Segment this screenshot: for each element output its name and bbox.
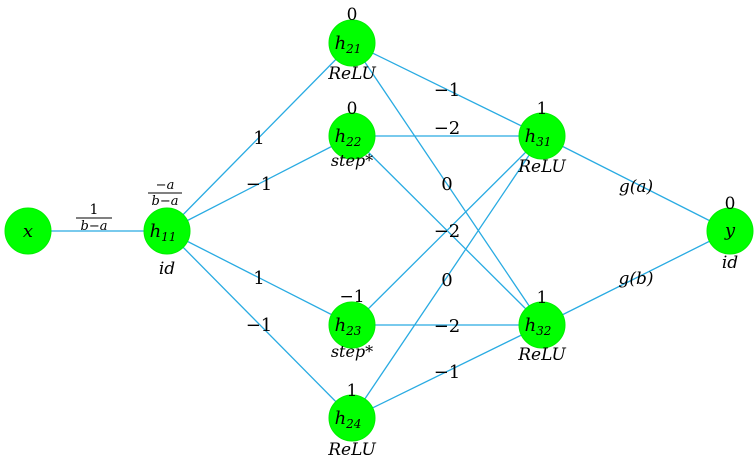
edge-h21-h31 xyxy=(351,42,543,137)
weight-h32-y: g(b) xyxy=(618,269,653,289)
node-h23-bias: −1 xyxy=(339,287,364,307)
node-h32-bias: 1 xyxy=(537,288,548,308)
node-h11-label: h11 xyxy=(150,221,177,244)
weight-h11-h22: −1 xyxy=(246,174,273,195)
node-h22-activation: step* xyxy=(331,151,373,170)
node-x xyxy=(4,207,52,255)
node-h32-activation: ReLU xyxy=(517,345,566,365)
node-h32-label: h32 xyxy=(525,315,552,338)
edge-h23-h31 xyxy=(351,135,543,326)
node-h22-label: h22 xyxy=(335,126,362,149)
edge-h24-h32 xyxy=(351,324,543,419)
edges xyxy=(28,42,731,419)
weight-h23-h32: −2 xyxy=(434,316,461,337)
node-h31 xyxy=(518,112,566,160)
node-y-activation: id xyxy=(722,253,738,273)
edge-h24-h31 xyxy=(351,135,543,419)
node-y-label: y xyxy=(724,220,736,241)
weight-h21-h32: 0 xyxy=(441,174,452,195)
node-h11-bias-num: −a xyxy=(156,178,175,193)
node-h11 xyxy=(143,207,191,255)
node-h31-activation: ReLU xyxy=(517,157,566,177)
weight-h11-h24: −1 xyxy=(246,315,273,336)
node-h24-bias: 1 xyxy=(347,381,358,401)
node-h23-activation: step* xyxy=(331,342,373,361)
weight-x-h11-den: b−a xyxy=(81,219,108,234)
edge-h31-y xyxy=(541,135,731,232)
weight-h22-h32: −2 xyxy=(434,221,461,242)
weight-h11-h21: 1 xyxy=(253,128,264,149)
edge-h11-h22 xyxy=(166,135,353,232)
node-h11-activation: id xyxy=(159,259,175,279)
node-x-label: x xyxy=(23,221,33,242)
edge-h11-h24 xyxy=(166,230,353,419)
edge-weights: 1 b−a 1 −1 1 −1 −1 0 −2 −2 0 −2 −1 g(a) … xyxy=(76,80,654,383)
node-h11-bias-den: b−a xyxy=(152,194,179,209)
node-h31-label: h31 xyxy=(525,126,552,149)
node-y-bias: 0 xyxy=(725,194,736,214)
node-h23 xyxy=(328,301,376,349)
node-h24-activation: ReLU xyxy=(327,440,376,460)
node-h24-label: h24 xyxy=(335,408,362,431)
node-h21-activation: ReLU xyxy=(327,64,376,84)
nodes: x h11 id −a b−a h21 0 ReLU h22 0 step* h… xyxy=(4,5,754,460)
node-h22-bias: 0 xyxy=(347,99,358,119)
node-h21-label: h21 xyxy=(335,33,362,56)
node-h21 xyxy=(328,19,376,67)
edge-h11-h23 xyxy=(166,230,353,326)
edge-h11-h21 xyxy=(166,42,353,232)
weight-x-h11-num: 1 xyxy=(90,202,99,218)
node-h23-label: h23 xyxy=(335,315,362,338)
weight-h11-h23: 1 xyxy=(253,268,264,289)
node-h24 xyxy=(328,394,376,442)
node-h22 xyxy=(328,112,376,160)
weight-h23-h31: 0 xyxy=(441,270,452,291)
weight-h31-y: g(a) xyxy=(619,177,653,197)
edge-h21-h32 xyxy=(351,42,543,326)
node-h21-bias: 0 xyxy=(347,5,358,25)
weight-h24-h32: −1 xyxy=(434,362,461,383)
node-y xyxy=(706,207,754,255)
weight-h22-h31: −2 xyxy=(434,118,461,139)
node-h32 xyxy=(518,301,566,349)
node-h31-bias: 1 xyxy=(537,99,548,119)
edge-h32-y xyxy=(541,230,731,326)
weight-h21-h31: −1 xyxy=(434,80,461,101)
